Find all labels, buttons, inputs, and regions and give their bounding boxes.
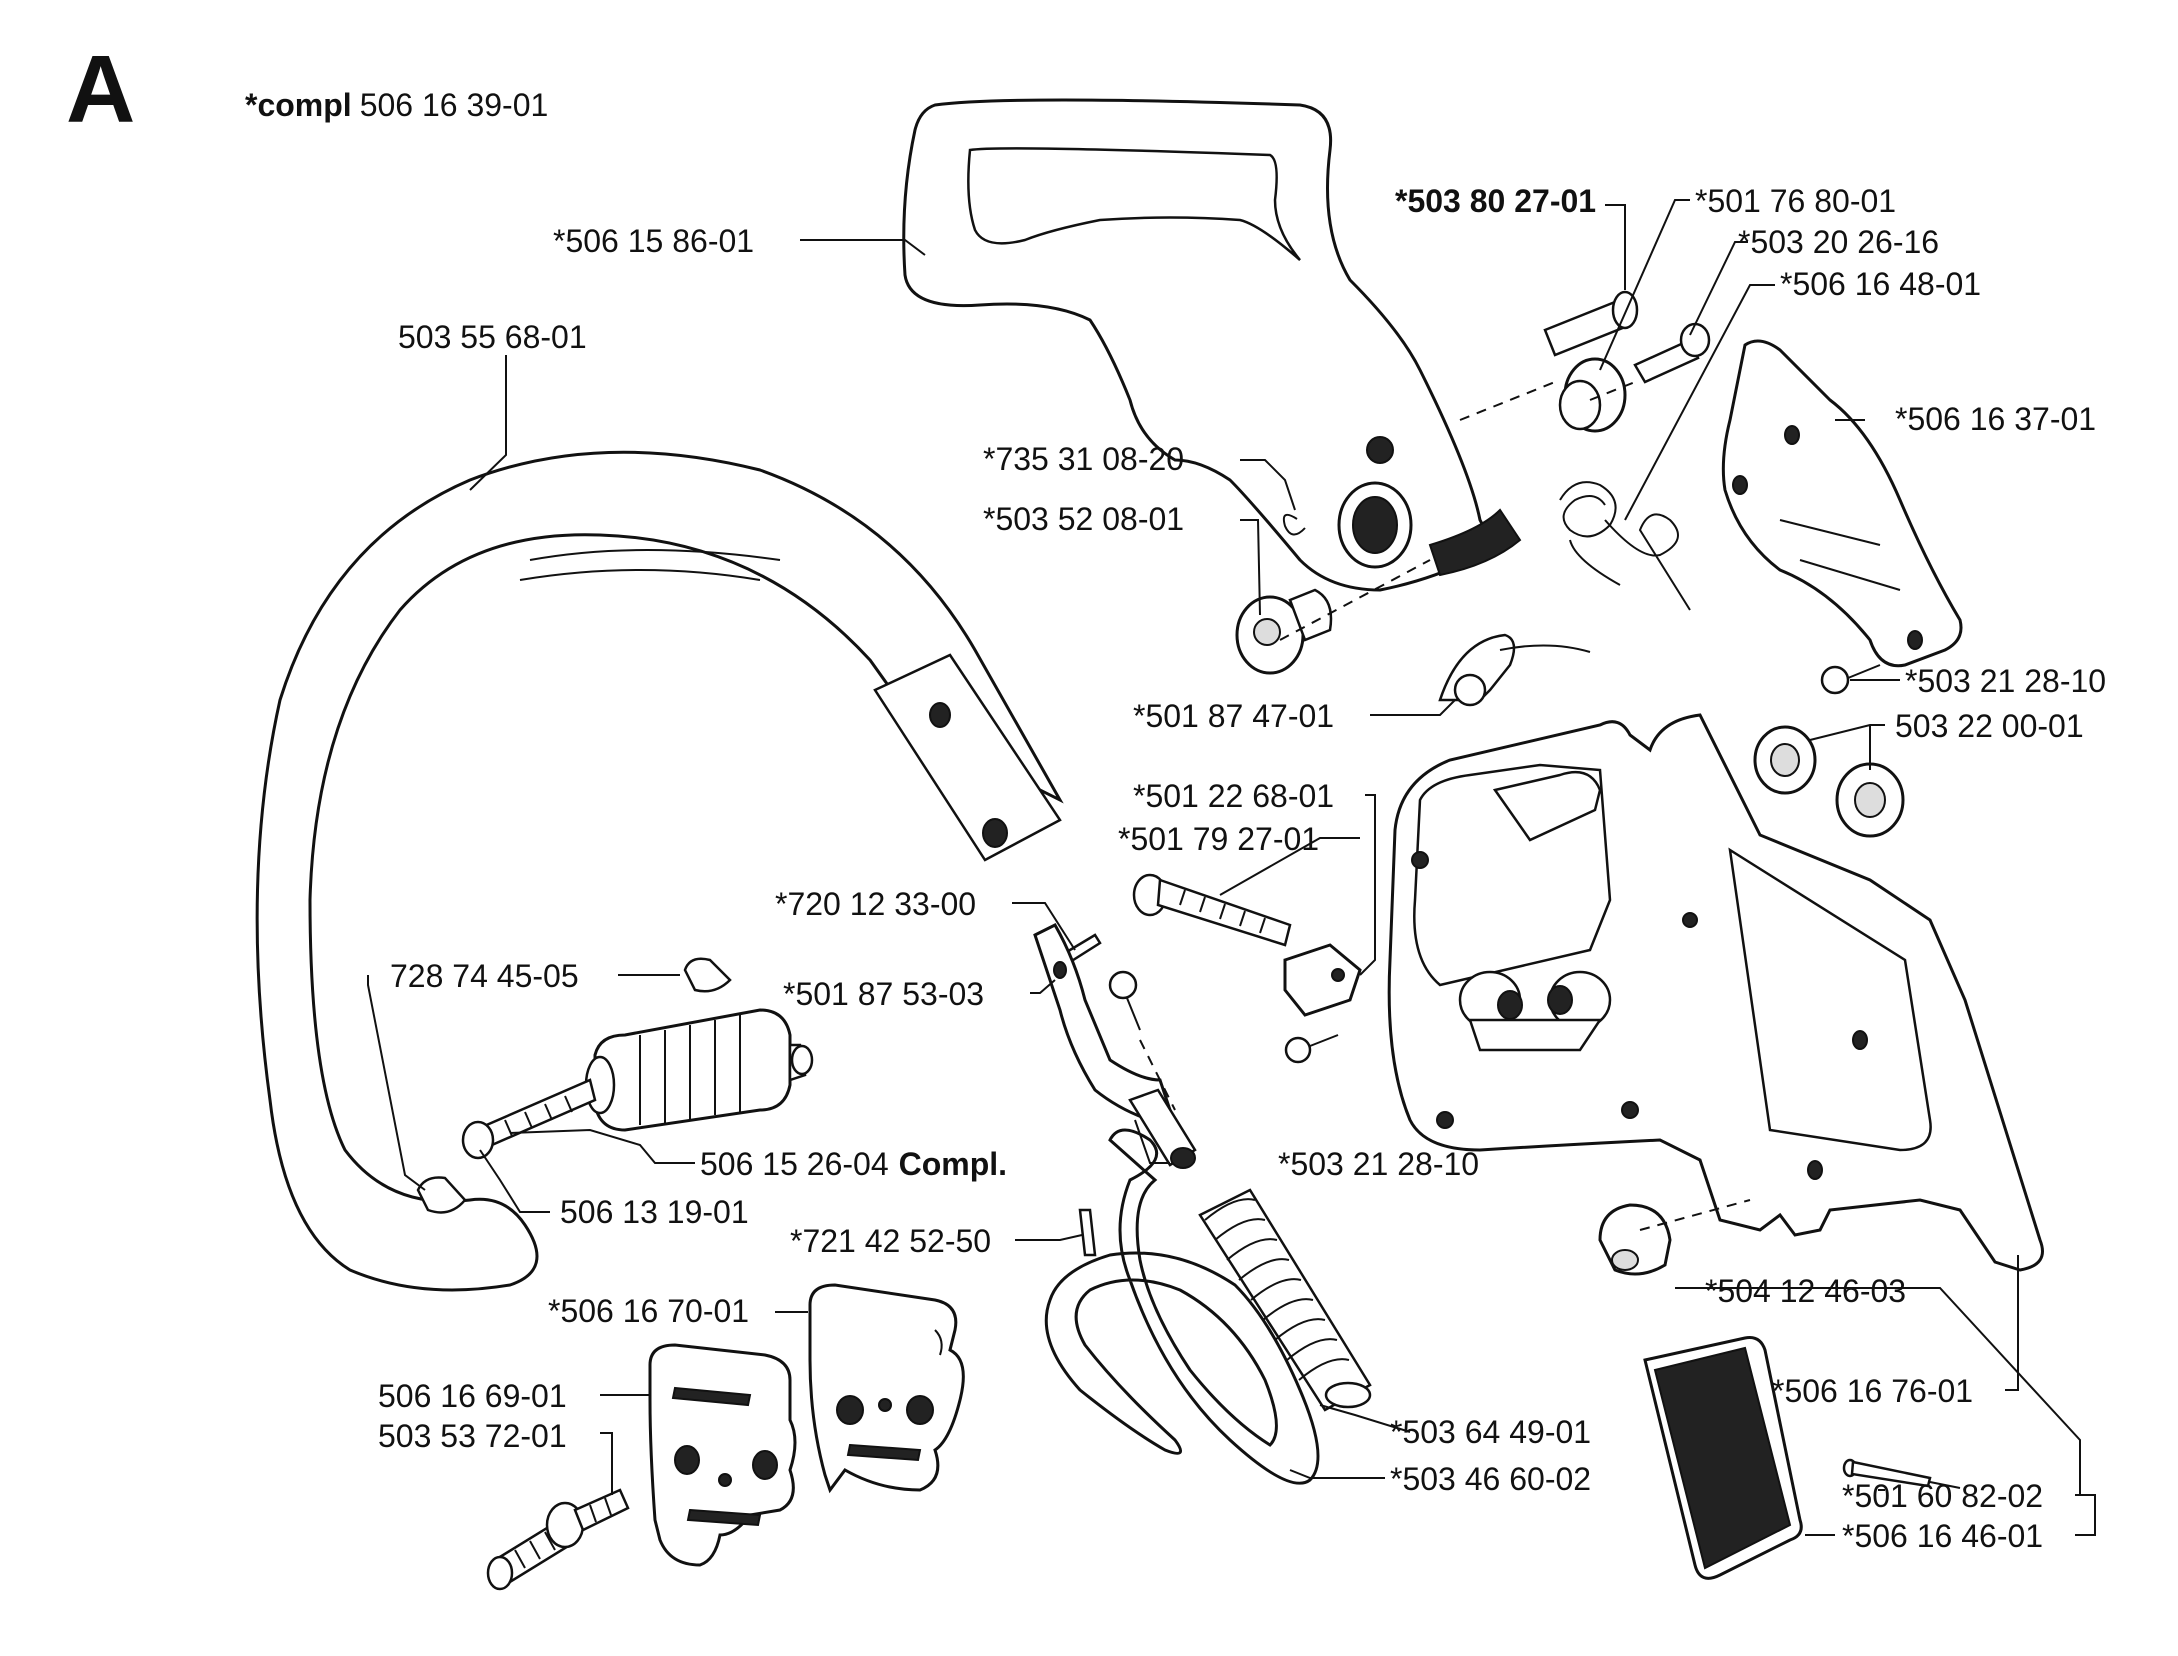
label-pin-top: *720 12 33-00 bbox=[775, 886, 976, 922]
nut-pair-part bbox=[1753, 725, 1905, 838]
spring-coil-part bbox=[1198, 1188, 1372, 1412]
handlebar-part bbox=[255, 450, 1064, 1292]
label-spring-coil: *503 64 49-01 bbox=[1390, 1414, 1591, 1450]
label-bushing: *503 52 08-01 bbox=[983, 501, 1184, 537]
label-plate-front: 506 16 69-01 bbox=[378, 1378, 567, 1414]
part-labels: *506 15 86-01 503 55 68-01 *503 80 27-01… bbox=[378, 183, 2106, 1554]
label-stud: 503 53 72-01 bbox=[378, 1418, 567, 1454]
label-bolt-top: *503 80 27-01 bbox=[1395, 183, 1596, 219]
damper-bolt-part bbox=[461, 1078, 597, 1160]
section-letter: A bbox=[66, 36, 135, 143]
label-screw-top: *503 20 26-16 bbox=[1738, 224, 1939, 260]
circlip-part bbox=[1282, 513, 1306, 536]
damper-part bbox=[584, 1008, 814, 1132]
label-plate-top: *506 16 70-01 bbox=[548, 1293, 749, 1329]
leader-lines bbox=[367, 199, 2096, 1536]
label-pad: *506 16 46-01 bbox=[1842, 1518, 2043, 1554]
label-handlebar: 503 55 68-01 bbox=[398, 319, 587, 355]
screw-mid-housing-part bbox=[1284, 1034, 1339, 1064]
label-washer-top: *501 76 80-01 bbox=[1695, 183, 1896, 219]
plate-top-part bbox=[808, 1283, 965, 1494]
label-screw-mid: *503 21 28-10 bbox=[1278, 1146, 1479, 1182]
brake-band-part bbox=[1044, 1128, 1320, 1485]
label-damper-bolt: 506 13 19-01 bbox=[560, 1194, 749, 1230]
label-cover-plate: *506 16 37-01 bbox=[1895, 401, 2096, 437]
label-brake-band: *503 46 60-02 bbox=[1390, 1461, 1591, 1497]
washer-top-part bbox=[1558, 357, 1627, 433]
stud-part bbox=[486, 1488, 630, 1591]
spring-top-part bbox=[1559, 481, 1691, 611]
front-handle-part bbox=[902, 98, 1522, 592]
assembly-lines bbox=[1139, 379, 1751, 1231]
screw-top-part bbox=[1633, 322, 1711, 384]
label-front-handle: *506 15 86-01 bbox=[553, 223, 754, 259]
adjust-nut-part bbox=[1283, 943, 1362, 1017]
adjust-screw-part bbox=[1132, 873, 1292, 947]
label-circlip: *735 31 08-20 bbox=[983, 441, 1184, 477]
label-plug: 728 74 45-05 bbox=[390, 958, 579, 994]
label-adjust-screw: *501 79 27-01 bbox=[1118, 821, 1319, 857]
buffer-part bbox=[1598, 1203, 1672, 1276]
housing-part bbox=[1387, 713, 2044, 1272]
label-rivet: *501 60 82-02 bbox=[1842, 1478, 2043, 1514]
label-housing: *506 16 76-01 bbox=[1772, 1373, 1973, 1409]
label-latch: *501 87 47-01 bbox=[1133, 698, 1334, 734]
label-screw-cover: *503 21 28-10 bbox=[1905, 663, 2106, 699]
bolt-top-part bbox=[1543, 290, 1639, 357]
lever-part bbox=[1033, 923, 1197, 1169]
bushing-part bbox=[1235, 588, 1333, 675]
plug-top-part bbox=[683, 957, 732, 993]
cover-plate-part bbox=[1721, 339, 1963, 668]
pin-bottom-part bbox=[1078, 1208, 1097, 1257]
label-lever: *501 87 53-03 bbox=[783, 976, 984, 1012]
label-nut-pair: 503 22 00-01 bbox=[1895, 708, 2084, 744]
plate-front-part bbox=[648, 1343, 797, 1567]
latch-part bbox=[1438, 633, 1591, 707]
rivet-part bbox=[1842, 1458, 1961, 1489]
label-adjust-nut: *501 22 68-01 bbox=[1133, 778, 1334, 814]
pad-part bbox=[1643, 1336, 1803, 1580]
label-pin-bottom: *721 42 52-50 bbox=[790, 1223, 991, 1259]
label-spring-top: *506 16 48-01 bbox=[1780, 266, 1981, 302]
screw-lever-part bbox=[1108, 970, 1141, 1031]
plug-bottom-part bbox=[416, 1176, 467, 1214]
screw-cover-part bbox=[1820, 664, 1881, 695]
label-buffer: *504 12 46-03 bbox=[1705, 1273, 1906, 1309]
